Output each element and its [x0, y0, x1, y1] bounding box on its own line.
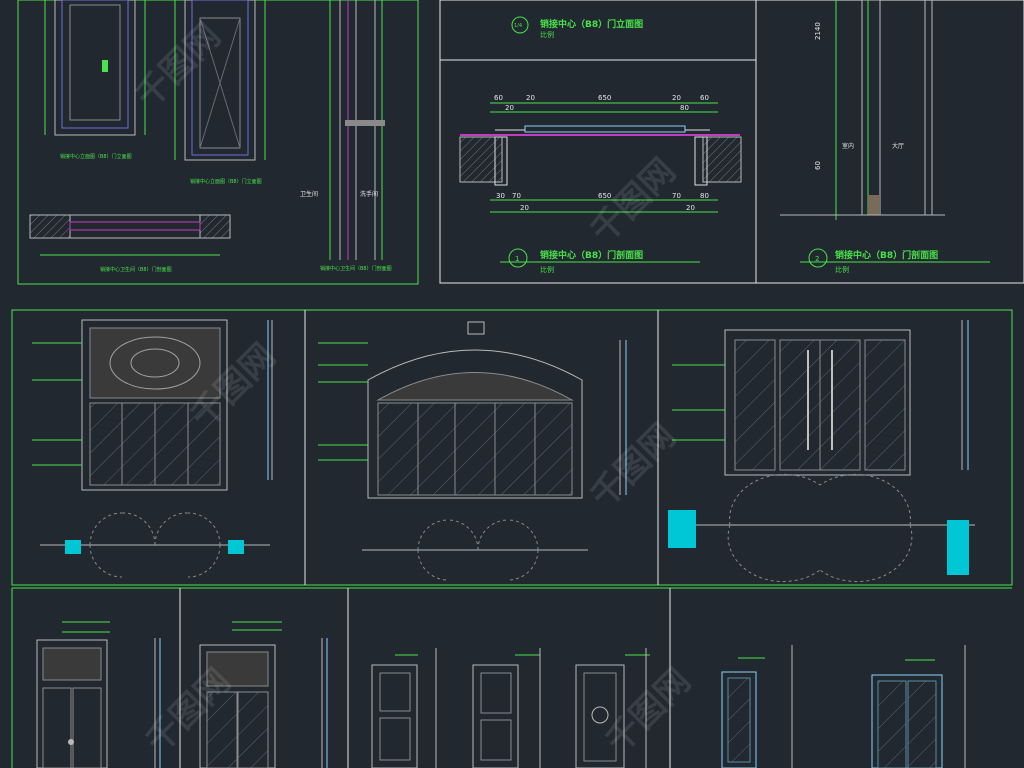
title-text-2: 销接中心（B8）门剖面图	[835, 249, 938, 261]
dim-bs-3: 80	[700, 192, 709, 200]
watermark-6: 千图网	[598, 661, 698, 761]
wall-section-vertical	[329, 0, 385, 260]
bottom-sheet	[11, 587, 1012, 768]
dim-vertical-sub: 60	[814, 161, 822, 170]
transom-door-1	[36, 621, 161, 768]
dim-vertical-main: 2140	[814, 22, 822, 40]
dim-sub-0: 20	[505, 104, 514, 112]
top-right-sheet: 2140 60 室内 大厅 2 销接中心（B8）门剖面图 比例	[755, 0, 1024, 284]
watermark-1: 千图网	[128, 16, 228, 116]
dim-top-0: 60	[494, 94, 503, 102]
dim-b-2: 20	[686, 204, 695, 212]
title-door-section-1: 销接中心卫生间（B8）门剖面图	[100, 266, 172, 273]
section-2-title: 2 销接中心（B8）门剖面图 比例	[800, 248, 990, 274]
title-door-section-2: 销接中心卫生间（B8）门剖面图	[320, 265, 392, 272]
dim-top-1: 20	[526, 94, 535, 102]
dim-sub-1: 80	[680, 104, 689, 112]
dim-b-1: 650	[598, 192, 611, 200]
room-label-restroom: 卫生间	[300, 190, 318, 198]
room-label-hall: 大厅	[892, 142, 904, 150]
door-elevation-1	[44, 0, 146, 136]
dim-bs-0: 30	[496, 192, 505, 200]
dim-bs-1: 70	[512, 192, 521, 200]
scale-text-top: 比例	[540, 30, 554, 39]
panel-door-1	[371, 648, 437, 768]
carved-door-elevation	[32, 319, 273, 578]
watermark-4: 千图网	[583, 416, 683, 516]
dim-top-4: 60	[700, 94, 709, 102]
title-door-elevation-1: 销接中心立面图（B8）门立面图	[60, 153, 132, 160]
dimension-row-top: 60 20 650 20 60 20 80	[490, 94, 718, 113]
room-label-indoor: 室内	[842, 142, 854, 150]
scale-text-1: 比例	[540, 265, 554, 274]
watermark-2: 千图网	[583, 151, 683, 251]
dim-top-2: 650	[598, 94, 611, 102]
title-text-1: 销接中心（B8）门剖面图	[540, 249, 643, 261]
dim-bs-2: 70	[672, 192, 681, 200]
title-door-elevation-2: 销接中心立面图（B8）门立面图	[190, 178, 262, 185]
dimension-row-bottom: 30 70 70 80 20 650 20	[490, 192, 718, 213]
middle-sheet	[11, 309, 1013, 586]
section-1-title-top: 1/4 销接中心（B8）门立面图 比例	[511, 16, 643, 39]
dim-top-3: 20	[672, 94, 681, 102]
title-number-top: 1/4	[514, 23, 522, 29]
scale-text-2: 比例	[835, 265, 849, 274]
glass-door-elevation	[668, 320, 975, 583]
panel-door-3	[575, 648, 650, 768]
title-number-2: 2	[815, 255, 819, 263]
dim-b-0: 20	[520, 204, 529, 212]
title-text-top: 销接中心（B8）门立面图	[540, 18, 643, 30]
door-section-body	[459, 125, 742, 186]
top-middle-sheet: 1/4 销接中心（B8）门立面图 比例 60 20 650 20 60 20 8…	[439, 0, 757, 284]
section-1-title: 1 销接中心（B8）门剖面图 比例	[500, 248, 700, 274]
top-left-sheet: 卫生间 洗手间 销接中心立面图（B8）门立面图 销接中心立面图（B8）门立面图 …	[17, 0, 419, 285]
transom-door-2	[199, 621, 328, 768]
glass-door-single	[721, 645, 793, 768]
door-section-plan	[29, 214, 231, 256]
title-number-1: 1	[515, 255, 519, 263]
glass-door-double	[871, 645, 966, 768]
door-elevation-2	[174, 0, 266, 161]
arched-door-elevation	[318, 321, 627, 581]
panel-door-2	[472, 648, 541, 768]
room-label-washroom: 洗手间	[360, 190, 378, 198]
